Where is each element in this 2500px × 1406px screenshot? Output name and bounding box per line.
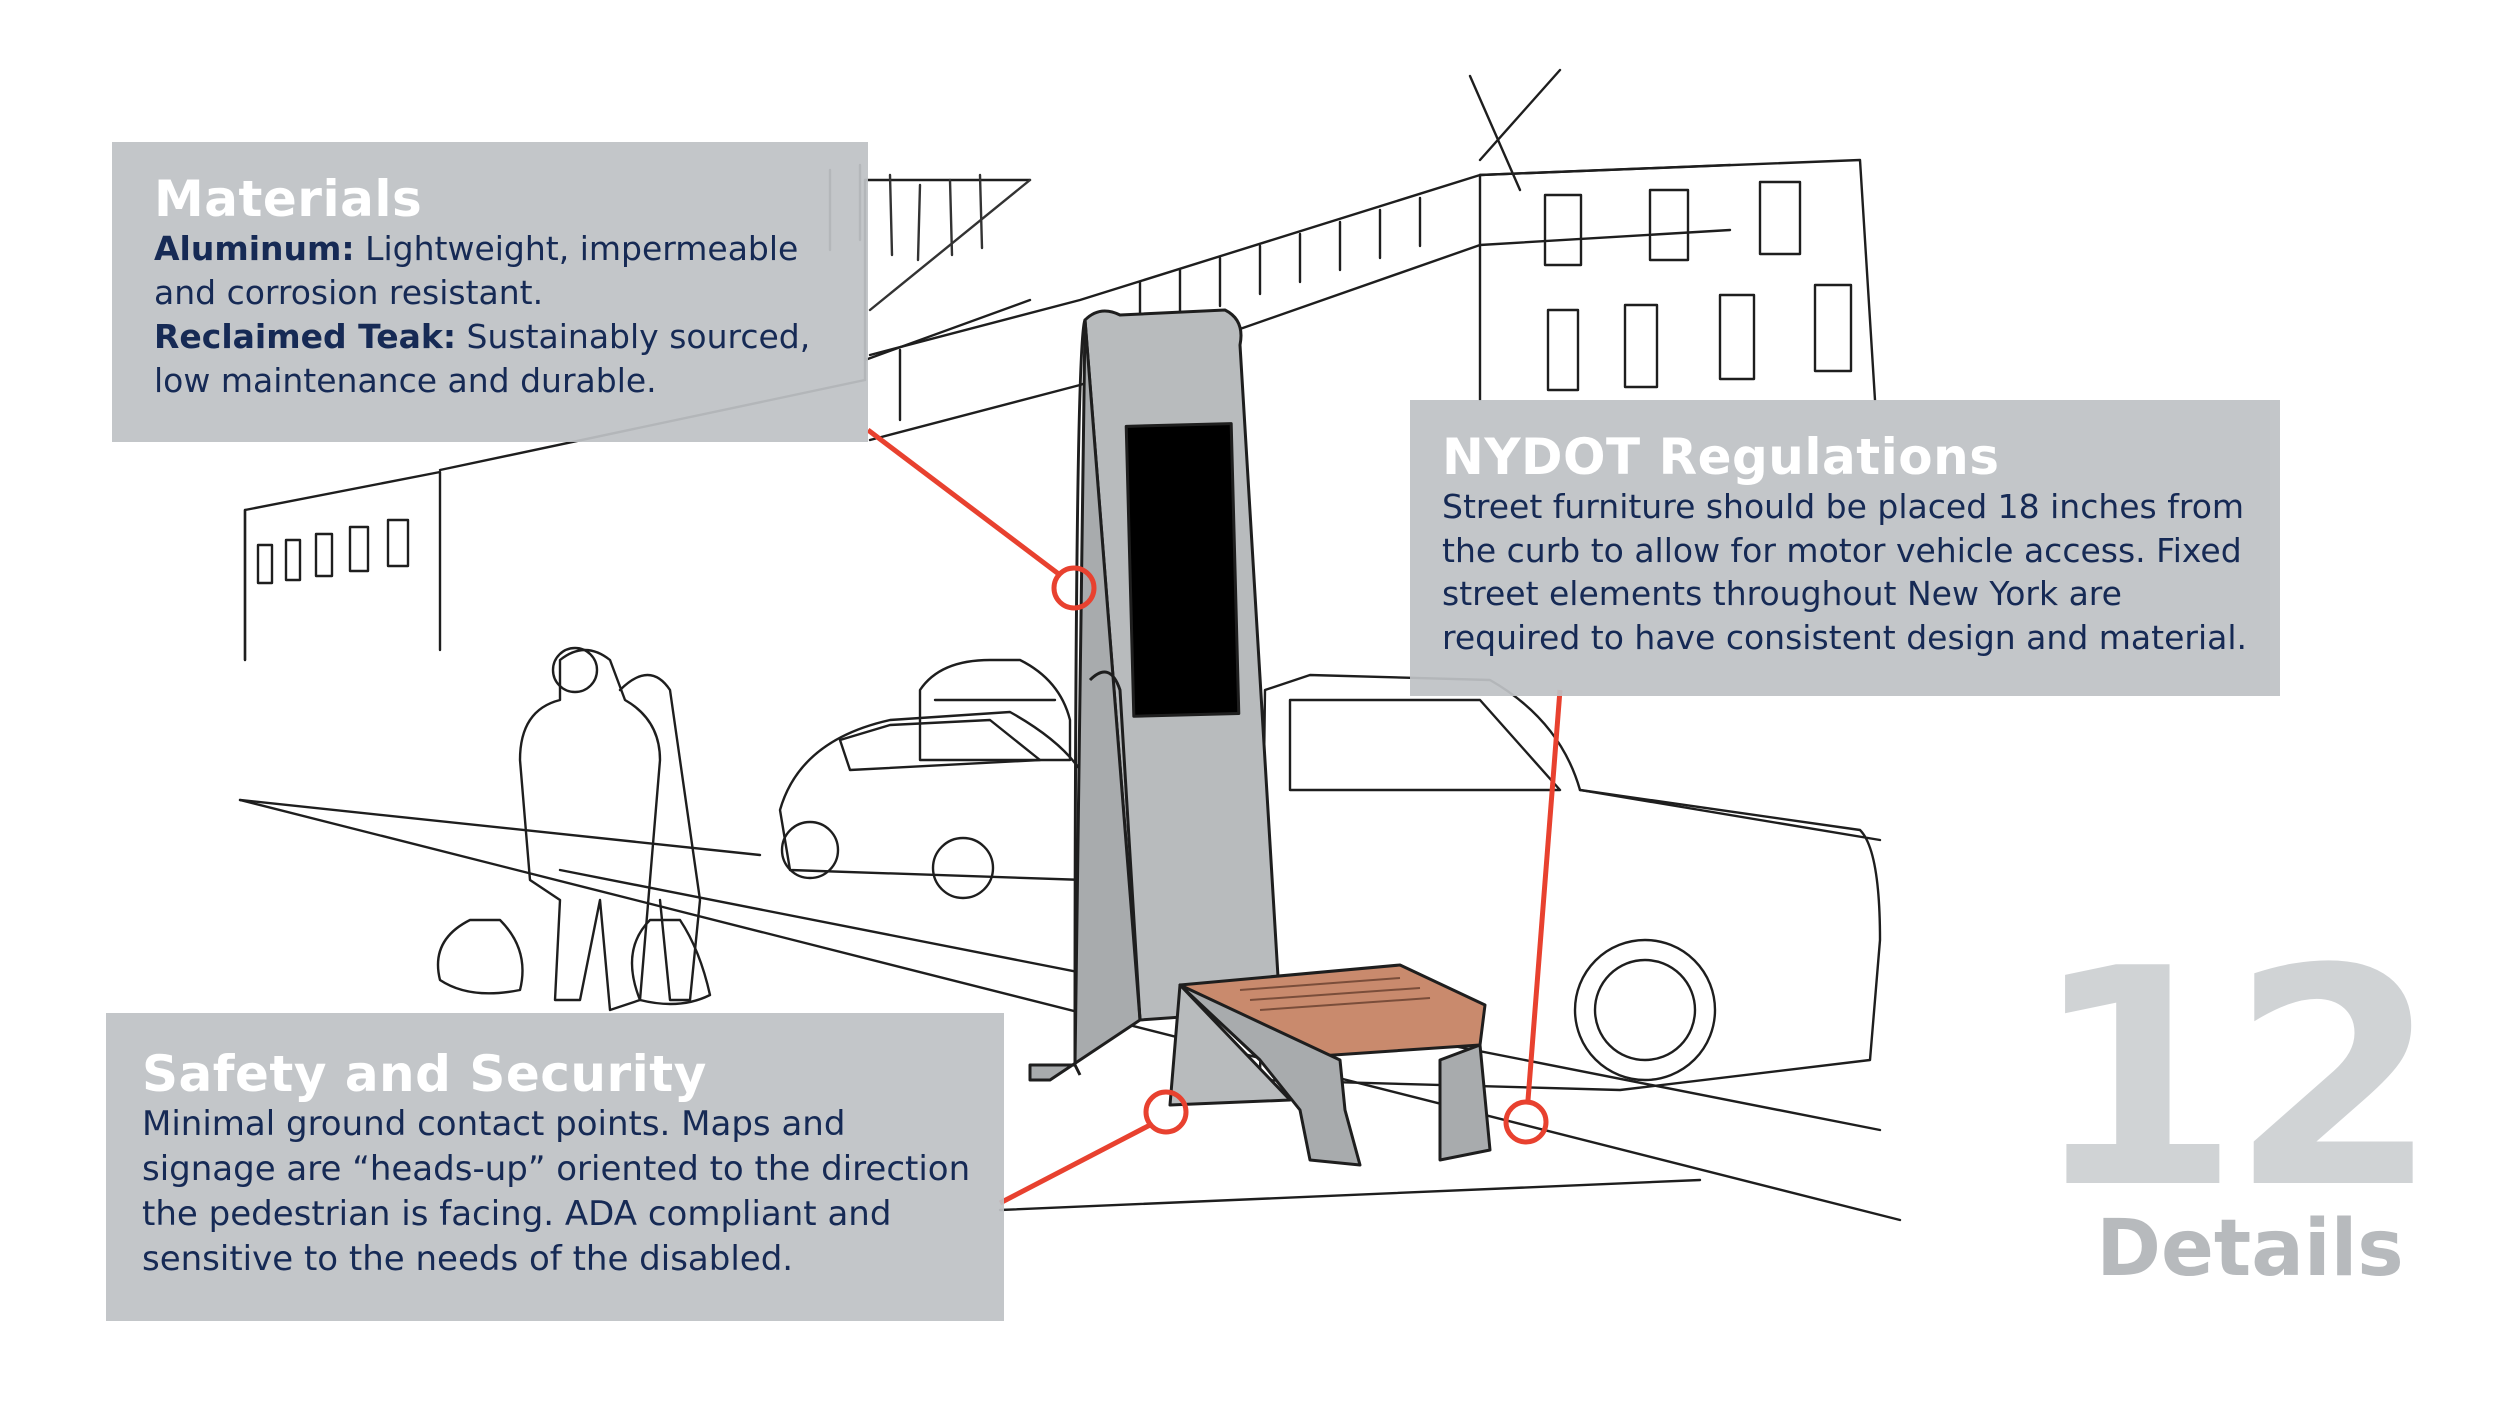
safety-title: Safety and Security <box>142 1045 707 1103</box>
page-number: 12 <box>2031 905 2438 1254</box>
teak-text: Sustainably sourced, low maintenance and… <box>154 316 811 400</box>
nydot-body: Street furniture should be placed 18 inc… <box>1442 487 2247 657</box>
safety-callout: Safety and Security Minimal ground conta… <box>106 1013 1004 1321</box>
kiosk-totem <box>1028 308 1282 1082</box>
aluminum-term: Aluminum: <box>154 229 355 268</box>
materials-aluminum: Aluminum: Lightweight, impermeable and c… <box>154 227 828 315</box>
overpass-sketch <box>868 68 1732 442</box>
materials-marker <box>1051 565 1097 611</box>
safety-marker <box>1143 1089 1189 1135</box>
curb-sketch <box>238 798 1902 1222</box>
aluminum-text: Lightweight, impermeable and corrosion r… <box>154 229 799 312</box>
safety-body: Minimal ground contact points. Maps and … <box>142 1104 971 1279</box>
teak-term: Reclaimed Teak: <box>154 316 457 356</box>
materials-callout: Materials Aluminum: Lightweight, imperme… <box>112 142 868 442</box>
leader-lines <box>866 428 1563 1206</box>
suv-sketch <box>1258 673 1882 1092</box>
page-label: Details <box>2096 1204 2404 1294</box>
nydot-title: NYDOT Regulations <box>1442 428 2000 486</box>
nydot-callout: NYDOT Regulations Street furniture shoul… <box>1410 400 2280 696</box>
sedan-sketch <box>778 710 1087 900</box>
background-car-sketch <box>918 658 1072 762</box>
nydot-marker <box>1503 1099 1549 1145</box>
pedestrians-sketch <box>436 646 712 1012</box>
materials-teak: Reclaimed Teak: Sustainably sourced, low… <box>154 315 828 403</box>
right-building-sketch <box>1478 158 1877 402</box>
materials-title: Materials <box>154 170 423 228</box>
kiosk-screen <box>1124 422 1241 718</box>
bench <box>1168 963 1492 1167</box>
